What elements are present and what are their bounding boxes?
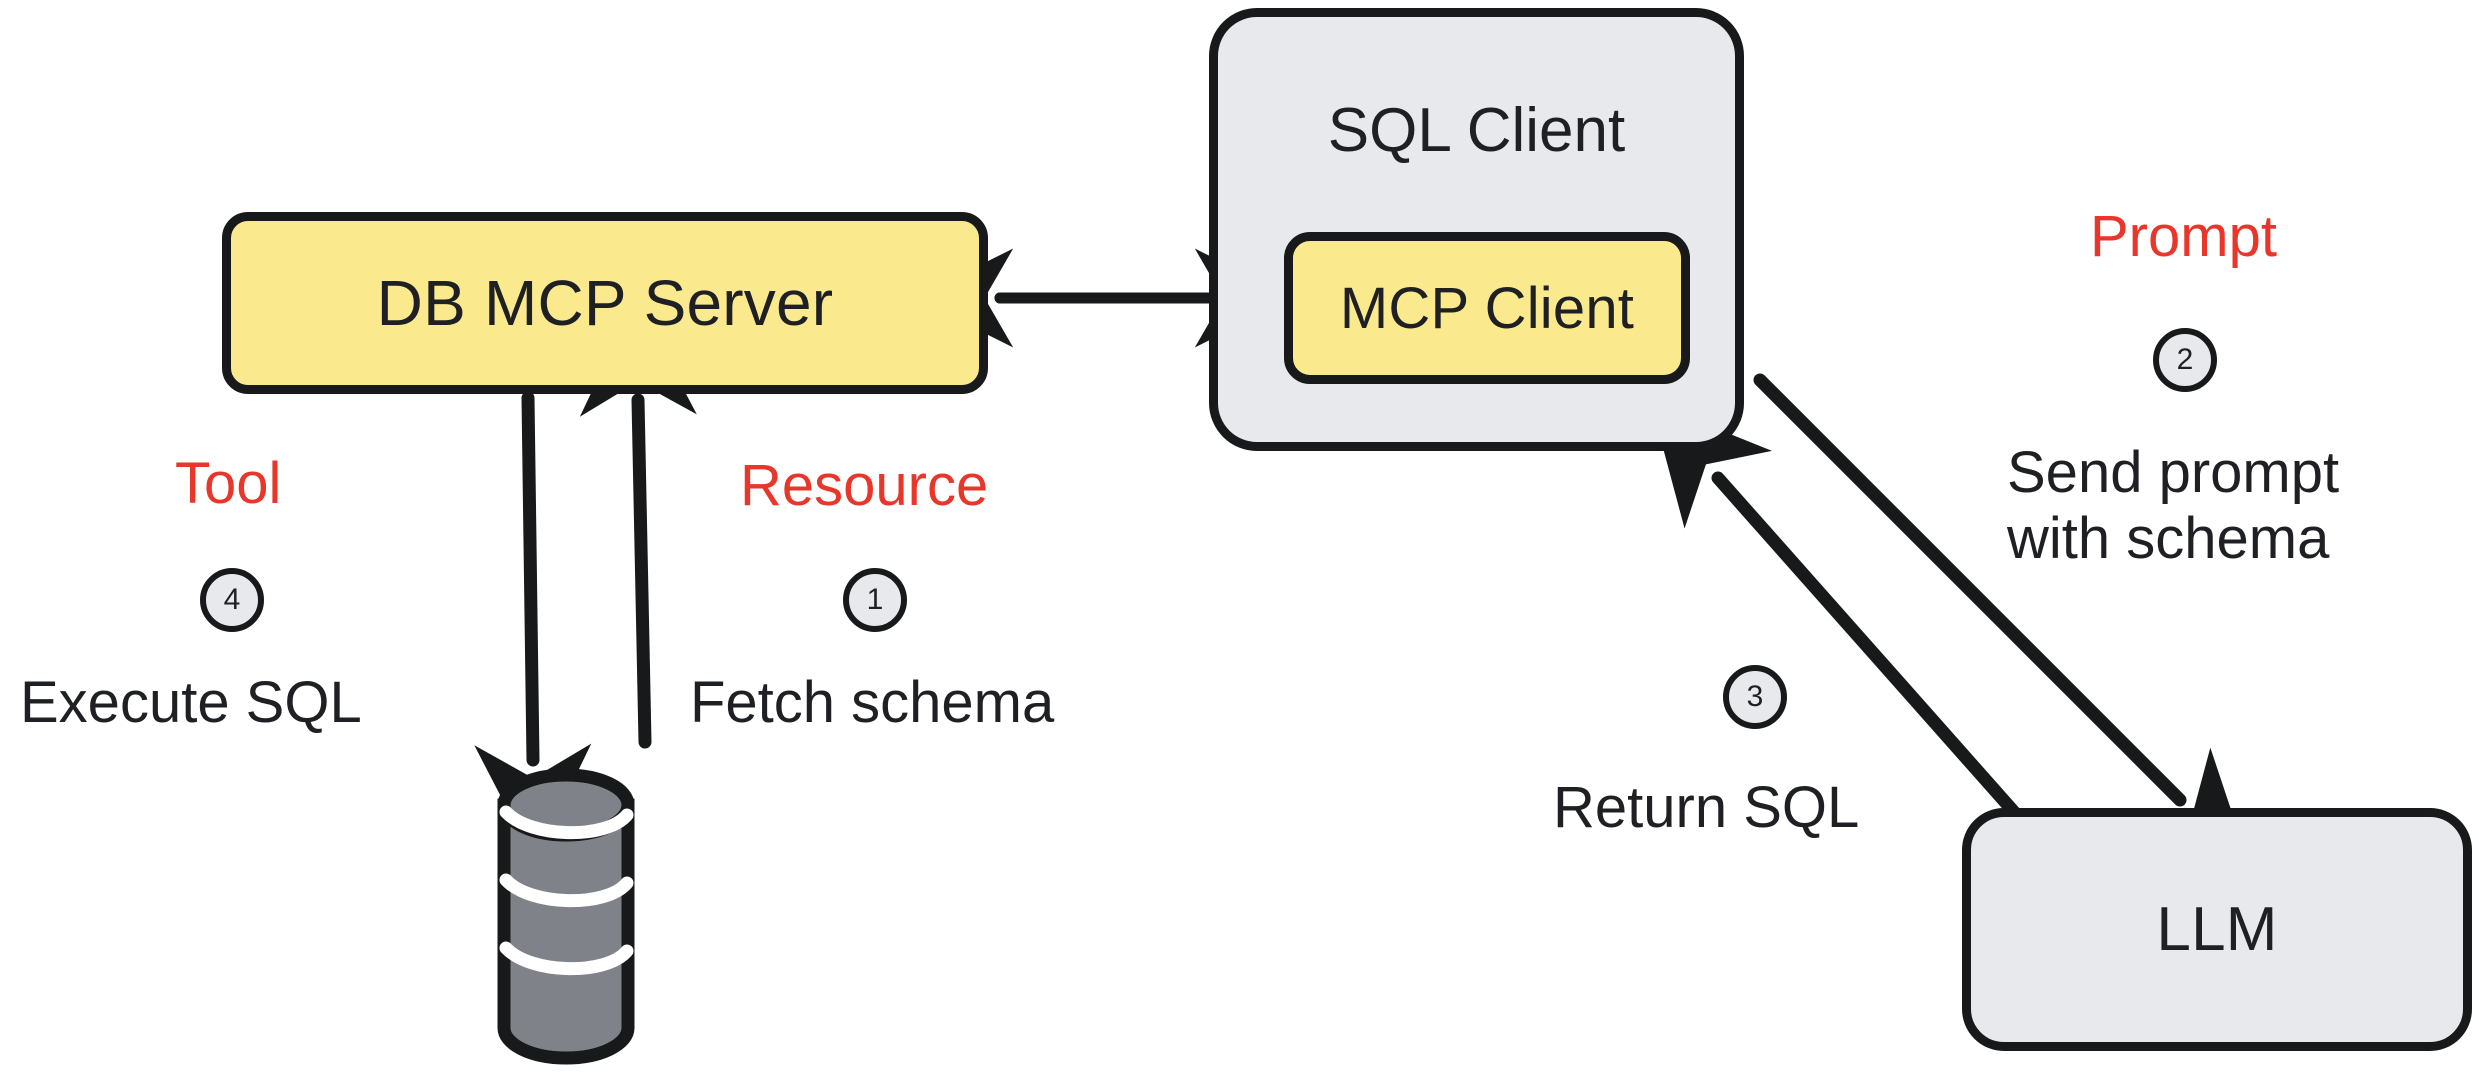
node-db-mcp-server[interactable]: DB MCP Server <box>222 212 988 394</box>
action-label-send-prompt-line2: with schema <box>2007 506 2330 572</box>
database-cylinder-icon <box>497 768 635 1065</box>
action-label-fetch-schema: Fetch schema <box>690 670 1055 735</box>
step-badge-1: 1 <box>843 568 907 632</box>
category-label-prompt: Prompt <box>2090 204 2277 269</box>
node-sql-client[interactable]: SQL Client <box>1209 8 1744 451</box>
step-badge-4: 4 <box>200 568 264 632</box>
node-llm-label: LLM <box>2156 895 2278 964</box>
arrow-db-mcp-server-to-database <box>474 391 592 862</box>
action-label-send-prompt: Send prompt with schema <box>2007 440 2339 572</box>
node-mcp-client[interactable]: MCP Client <box>1284 232 1690 384</box>
action-label-send-prompt-line1: Send prompt <box>2007 440 2340 505</box>
node-mcp-client-label: MCP Client <box>1339 275 1635 341</box>
category-label-tool: Tool <box>175 451 282 516</box>
node-sql-client-label: SQL Client <box>1327 96 1626 165</box>
action-label-return-sql: Return SQL <box>1553 775 1860 840</box>
node-llm[interactable]: LLM <box>1962 808 2472 1051</box>
node-db-mcp-server-label: DB MCP Server <box>376 267 834 339</box>
category-label-resource: Resource <box>740 453 989 518</box>
arrow-database-to-db-mcp-server <box>579 298 697 749</box>
step-badge-2: 2 <box>2153 328 2217 392</box>
step-badge-3: 3 <box>1723 665 1787 729</box>
action-label-execute-sql: Execute SQL <box>20 670 362 735</box>
